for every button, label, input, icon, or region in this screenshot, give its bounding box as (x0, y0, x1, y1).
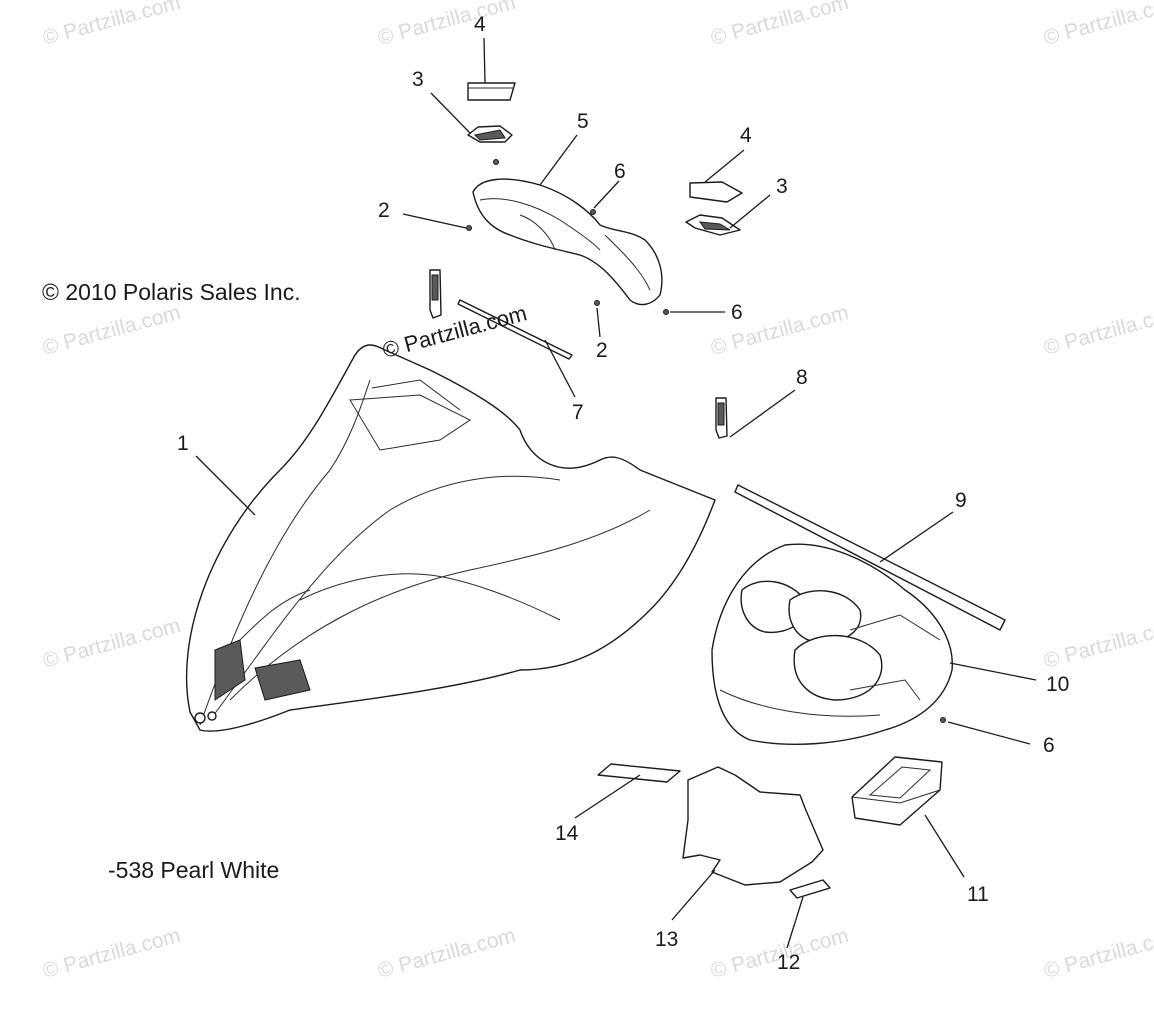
callout-3[interactable]: 3 (776, 175, 788, 198)
callout-11[interactable]: 11 (967, 883, 989, 906)
color-note: -538 Pearl White (108, 857, 279, 883)
watermark: © Partzilla.com (1041, 924, 1154, 983)
copyright-text: © 2010 Polaris Sales Inc. (42, 279, 301, 305)
callout-12[interactable]: 12 (777, 951, 800, 974)
callout-1[interactable]: 1 (177, 432, 189, 455)
fastener-6-top[interactable] (590, 209, 596, 215)
fastener-center (493, 159, 499, 165)
leader-lines (195, 37, 1037, 949)
watermark-main: © Partzilla.com (380, 300, 530, 363)
callout-2[interactable]: 2 (378, 199, 390, 222)
fastener-2-left[interactable] (466, 225, 472, 231)
part-11-box[interactable] (851, 756, 943, 826)
callout-8[interactable]: 8 (796, 366, 808, 389)
part-7-strip[interactable] (457, 299, 573, 360)
callout-9[interactable]: 9 (955, 489, 967, 512)
part-8-clip[interactable] (715, 397, 728, 439)
watermark: © Partzilla.com (40, 0, 183, 50)
callout-4[interactable]: 4 (474, 13, 486, 36)
callout-14[interactable]: 14 (555, 822, 579, 845)
part-4-pad-top[interactable] (467, 82, 516, 101)
callout-6[interactable]: 6 (614, 160, 626, 183)
callout-13[interactable]: 13 (655, 928, 678, 951)
callouts: 1 2 2 3 3 4 4 5 6 6 6 7 8 9 10 11 12 13 … (177, 13, 1069, 974)
callout-3[interactable]: 3 (412, 68, 424, 91)
part-5-console[interactable] (472, 178, 663, 306)
part-10-housing[interactable] (711, 543, 953, 745)
watermark: © Partzilla.com (375, 0, 518, 50)
watermark: © Partzilla.com (375, 924, 518, 983)
watermark: © Partzilla.com (40, 301, 183, 360)
callout-7[interactable]: 7 (572, 401, 584, 424)
fastener-6-right[interactable] (940, 717, 946, 723)
watermark: © Partzilla.com (708, 0, 851, 50)
part-clip-left[interactable] (429, 269, 442, 319)
callout-5[interactable]: 5 (577, 110, 589, 133)
fastener-2-lower[interactable] (594, 300, 600, 306)
part-14-pad[interactable] (597, 763, 681, 783)
watermark: © Partzilla.com (40, 614, 183, 673)
callout-10[interactable]: 10 (1046, 673, 1069, 696)
callout-6[interactable]: 6 (731, 301, 743, 324)
fastener-6-mid[interactable] (663, 309, 669, 315)
callout-2[interactable]: 2 (596, 339, 608, 362)
part-1-hood[interactable] (185, 344, 716, 732)
watermark: © Partzilla.com (1041, 301, 1154, 360)
part-12-pad[interactable] (789, 879, 831, 899)
watermark: © Partzilla.com (708, 301, 851, 360)
part-9-strip[interactable] (734, 484, 1006, 631)
part-3-bracket-right[interactable] (685, 214, 741, 236)
watermark: © Partzilla.com (40, 924, 183, 983)
fasteners (466, 159, 946, 723)
callout-6[interactable]: 6 (1043, 734, 1055, 757)
part-3-bracket-top[interactable] (467, 125, 513, 143)
watermark: © Partzilla.com (1041, 0, 1154, 50)
part-13-liner[interactable] (682, 766, 824, 886)
part-4-pad-right[interactable] (689, 181, 743, 203)
callout-4[interactable]: 4 (740, 124, 752, 147)
watermark: © Partzilla.com (1041, 614, 1154, 673)
